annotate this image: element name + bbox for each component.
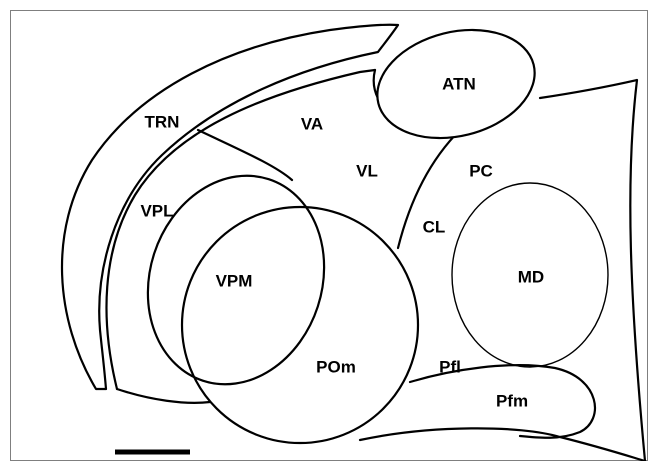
label-pom: POm	[316, 357, 356, 376]
md-region	[451, 182, 609, 368]
atn-region	[376, 28, 536, 140]
label-vpl: VPL	[140, 201, 173, 220]
trn-inner-boundary	[105, 68, 377, 391]
label-vpm: VPM	[216, 271, 253, 290]
label-vl: VL	[356, 161, 378, 180]
cl-division	[396, 128, 462, 250]
pom-region	[180, 205, 420, 445]
vpm-region	[146, 174, 326, 386]
image-frame	[10, 10, 648, 461]
label-trn: TRN	[145, 112, 180, 131]
pfm-region	[408, 364, 596, 439]
label-pfm: Pfm	[496, 391, 528, 410]
label-atn: ATN	[442, 74, 476, 93]
label-pfl: Pfl	[439, 357, 461, 376]
label-va: VA	[301, 114, 323, 133]
label-md: MD	[518, 267, 544, 286]
va-vpl-division	[196, 128, 294, 182]
bottom-boundary-right	[358, 427, 647, 461]
label-cl: CL	[423, 217, 446, 236]
bottom-boundary	[115, 387, 212, 404]
label-pc: PC	[469, 161, 493, 180]
trn-outer-band	[61, 23, 400, 391]
right-margin-curve	[538, 78, 647, 461]
